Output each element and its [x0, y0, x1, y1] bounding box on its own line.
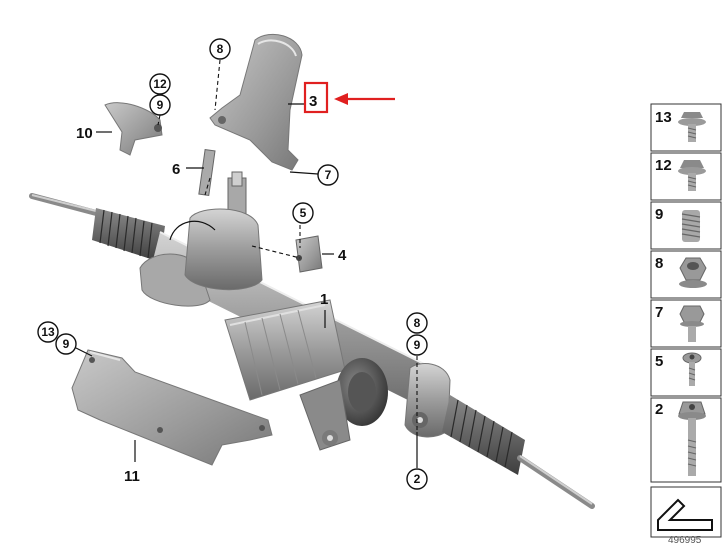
right-bellow: [442, 395, 525, 475]
svg-text:9: 9: [157, 98, 164, 112]
callout-11: 11: [124, 468, 140, 485]
svg-text:8: 8: [414, 316, 421, 330]
callout-3: 3: [309, 93, 317, 110]
bolt-hex-icon: [678, 160, 706, 191]
left-bellow: [92, 208, 165, 262]
svg-text:5: 5: [655, 353, 663, 370]
svg-text:7: 7: [655, 304, 663, 321]
direction-symbol: [650, 486, 722, 538]
bolt-flange-icon: [678, 112, 706, 142]
diagram-code: 496995: [668, 535, 702, 543]
svg-text:9: 9: [63, 337, 70, 351]
callout-13-left: 13: [37, 321, 59, 343]
heat-shield-upper: [209, 33, 303, 171]
svg-text:8: 8: [655, 255, 663, 272]
bracket-4: [295, 235, 323, 273]
torx-screw-icon: [682, 352, 702, 386]
callout-1: 1: [320, 291, 328, 308]
steering-rack: [29, 171, 595, 509]
callout-5: 5: [292, 202, 314, 224]
torx-bolt-icon: [678, 401, 706, 476]
callout-6: 6: [172, 161, 180, 178]
legend-item-8: 8: [650, 250, 722, 299]
hex-bolt-icon: [679, 305, 705, 342]
svg-text:13: 13: [41, 325, 55, 339]
svg-text:13: 13: [655, 109, 672, 126]
arrow-symbol-icon: [657, 498, 713, 531]
svg-text:9: 9: [655, 206, 663, 223]
svg-text:8: 8: [217, 42, 224, 56]
svg-text:12: 12: [153, 77, 167, 91]
callout-10: 10: [76, 125, 93, 142]
svg-text:12: 12: [655, 157, 672, 174]
callout-9-right: 9: [406, 334, 428, 356]
callout-9-left: 9: [55, 333, 77, 355]
callout-8-right: 8: [406, 312, 428, 334]
fastener-legend: 13 12 9: [650, 103, 722, 538]
bracket-10: [104, 102, 163, 156]
legend-item-13: 13: [650, 103, 722, 152]
legend-item-5: 5: [650, 348, 722, 397]
highlight-arrow: [334, 93, 395, 105]
legend-item-12: 12: [650, 152, 722, 201]
callout-2: 2: [406, 468, 428, 490]
svg-text:2: 2: [414, 472, 421, 486]
callout-12: 12: [149, 73, 171, 95]
svg-text:9: 9: [414, 338, 421, 352]
legend-item-9: 9: [650, 201, 722, 250]
callout-4: 4: [338, 247, 347, 264]
svg-text:2: 2: [655, 401, 663, 418]
callout-8-top: 8: [209, 38, 231, 60]
svg-text:5: 5: [300, 206, 307, 220]
hex-nut-icon: [679, 257, 707, 288]
svg-text:7: 7: [325, 168, 332, 182]
leader-lines: [71, 59, 418, 468]
threaded-insert-icon: [681, 210, 701, 242]
heat-shield-lower: [71, 349, 273, 466]
callout-7: 7: [317, 164, 339, 186]
eps-motor: [224, 299, 388, 451]
legend-item-2: 2: [650, 397, 722, 483]
legend-item-7: 7: [650, 299, 722, 348]
callout-3-highlight: 3: [303, 81, 329, 114]
callout-9-top: 9: [149, 94, 171, 116]
damper-6: [198, 148, 216, 197]
